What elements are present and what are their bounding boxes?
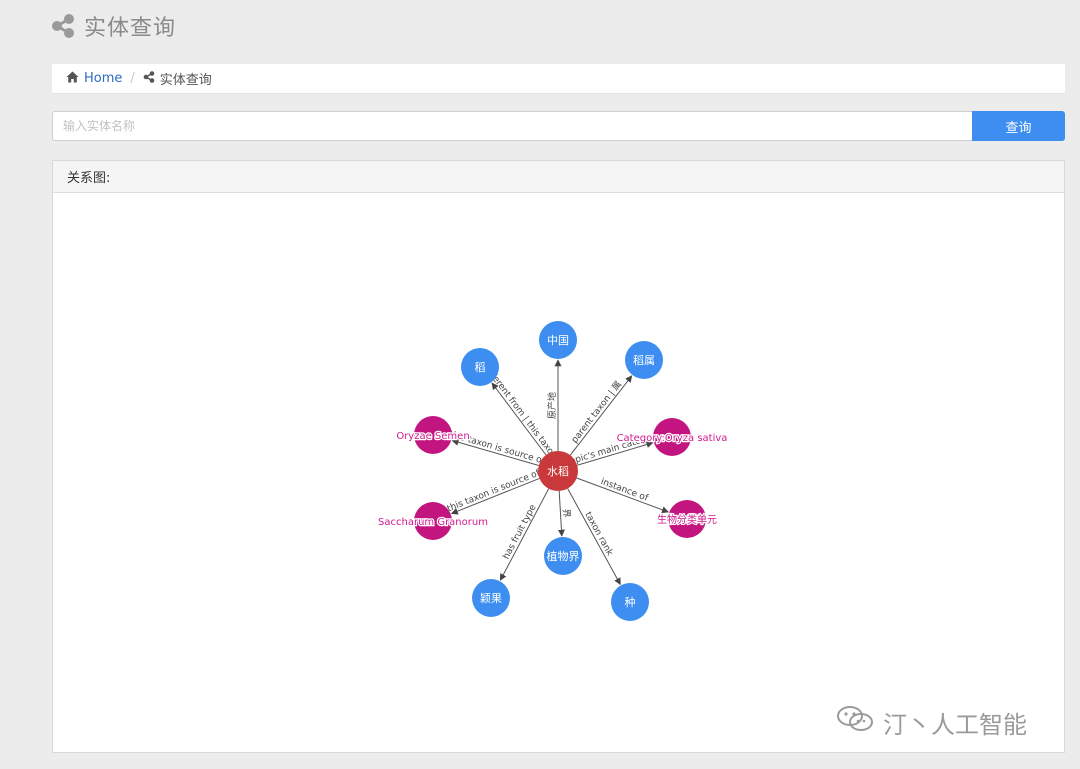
graph-edge-label: instance of [599,477,650,504]
graph-node[interactable]: 颖果 [472,579,510,617]
page-header: 实体查询 [50,8,176,44]
graph-node-circle[interactable] [611,583,649,621]
graph-node-circle[interactable] [668,500,706,538]
breadcrumb-separator: / [130,71,135,86]
graph-node-circle[interactable] [539,321,577,359]
page-title: 实体查询 [84,16,177,41]
graph-node-label: 种 [625,595,636,609]
graph-node[interactable]: 种 [611,583,649,621]
graph-node-label: 颖果 [480,592,502,605]
graph-edge [450,477,540,515]
breadcrumb: Home / 实体查询 [52,64,1065,94]
graph-node[interactable]: 稻属 [625,341,663,379]
graph-node-circle[interactable] [544,537,582,575]
panel-heading: 关系图: [53,161,1064,193]
breadcrumb-home-label: Home [84,71,123,86]
breadcrumb-home-link[interactable]: Home [66,71,122,87]
share-icon [143,70,155,87]
graph-node[interactable]: 植物界 [544,537,582,575]
home-icon [66,71,79,87]
graph-edge [577,441,654,466]
graph-edge [576,477,669,514]
graph-edge [557,490,565,537]
graph-edge-label: 界 [560,508,572,518]
graph-node-label: 稻属 [633,354,655,367]
graph-node-circle[interactable] [461,348,499,386]
graph-node[interactable]: 生物分类单元 [656,500,718,538]
graph-edge-label: taxon rank [582,511,614,559]
graph-edge [491,382,547,456]
graph-node-circle[interactable] [625,341,663,379]
graph-node-label: 植物界 [547,549,580,563]
breadcrumb-current: 实体查询 [143,69,212,88]
graph-edge [499,488,550,581]
wechat-icon [835,704,875,740]
graph-node-label: 水稻 [547,465,569,478]
graph-node-circle[interactable] [414,502,452,540]
search-row: 查询 [52,111,1065,141]
graph-edge-label: has fruit type [502,503,539,561]
graph-node-label: 中国 [547,334,569,347]
watermark-text: 汀丶人工智能 [883,710,1027,739]
graph-node-label: 生物分类单元 [657,513,717,526]
graph-edge [567,488,621,586]
graph-node[interactable]: Category:Oryza sativa [615,418,729,456]
share-icon [50,13,76,39]
graph-node-center[interactable]: 水稻 [538,451,578,491]
watermark: 汀丶人工智能 [835,703,1027,741]
graph-edge-label: 原产地 [546,392,558,419]
graph-node-label: Oryzae Semen [396,431,469,442]
query-button[interactable]: 查询 [972,111,1065,141]
entity-search-input[interactable] [52,111,972,141]
graph-node-circle[interactable] [538,451,578,491]
graph-node-label: 稻 [475,361,486,374]
graph-node-circle[interactable] [414,416,452,454]
graph-node-circle[interactable] [653,418,691,456]
graph-node-label: Saccharum Granorum [378,517,488,528]
graph-node[interactable]: Saccharum Granorum [377,502,489,540]
graph-node[interactable]: 中国 [539,321,577,359]
graph-node[interactable]: 稻 [461,348,499,386]
graph-edge [569,375,633,456]
graph-node-label: Category:Oryza sativa [617,433,728,444]
graph-node-circle[interactable] [472,579,510,617]
graph-node[interactable]: Oryzae Semen [395,416,471,454]
graph-edge [451,438,539,466]
breadcrumb-current-label: 实体查询 [159,73,212,88]
